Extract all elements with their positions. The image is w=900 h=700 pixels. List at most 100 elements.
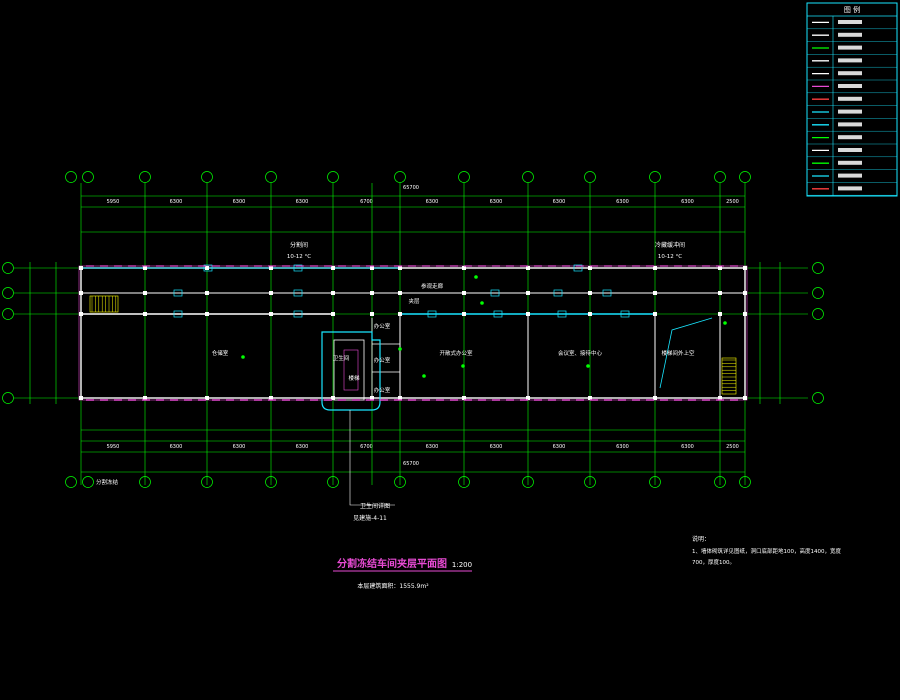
callout-detail: 卫生间详图	[360, 502, 390, 510]
column	[718, 266, 722, 270]
door	[620, 310, 630, 318]
legend-label	[838, 96, 862, 101]
column	[79, 396, 83, 400]
dim-text-top: 6300	[170, 199, 183, 205]
dim-text-bottom: 2500	[726, 444, 739, 450]
room-label-meeting: 会议室、接待中心	[558, 349, 603, 357]
column	[370, 396, 374, 400]
door	[173, 289, 183, 297]
column	[269, 266, 273, 270]
notes-line-1: 1、墙体砌筑详见图纸，洞口底部距地100，高度1400，宽度	[692, 547, 841, 555]
column	[462, 312, 466, 316]
column	[398, 396, 402, 400]
notes-heading: 说明：	[692, 535, 710, 543]
level-marker	[586, 364, 590, 368]
axis-bubble	[327, 171, 339, 183]
legend-label	[838, 186, 862, 191]
column	[79, 266, 83, 270]
room-label-passage: 夹层	[408, 297, 420, 305]
axis-bubble	[458, 476, 470, 488]
column	[143, 312, 147, 316]
door	[557, 310, 567, 318]
column	[205, 266, 209, 270]
column	[79, 291, 83, 295]
axis-bubble	[65, 476, 77, 488]
column	[143, 396, 147, 400]
legend-label	[838, 71, 862, 76]
room-label-office-b: 办公室	[374, 356, 391, 364]
doors	[86, 264, 738, 401]
column	[269, 291, 273, 295]
axis-grid	[14, 183, 808, 485]
legend-label	[838, 160, 862, 165]
dim-text-top: 6700	[360, 199, 373, 205]
dim-text-bottom: 6300	[426, 444, 439, 450]
dim-text-top: 5950	[107, 199, 120, 205]
dim-text-top: 6300	[616, 199, 629, 205]
column	[653, 291, 657, 295]
dim-text-bottom: 5950	[107, 444, 120, 450]
stair-left	[89, 295, 119, 313]
column	[370, 312, 374, 316]
column	[718, 396, 722, 400]
column	[588, 291, 592, 295]
dim-text-bottom: 6300	[681, 444, 694, 450]
room-label-corridor: 参观走廊	[421, 282, 444, 290]
column	[331, 291, 335, 295]
callout-leader	[349, 410, 395, 506]
column	[205, 312, 209, 316]
dim-text-top: 6300	[233, 199, 246, 205]
void-line	[659, 317, 713, 389]
level-marker	[422, 374, 426, 378]
axis-bubble-side	[812, 262, 824, 274]
dim-text-bottom: 6300	[170, 444, 183, 450]
axis-bubble	[739, 476, 751, 488]
axis-bubble	[201, 476, 213, 488]
axis-bubble	[139, 171, 151, 183]
column	[370, 266, 374, 270]
legend-label	[838, 45, 862, 50]
wc-core	[333, 339, 365, 401]
column	[331, 312, 335, 316]
column	[331, 266, 335, 270]
dim-text-top: 2500	[726, 199, 739, 205]
column	[331, 396, 335, 400]
axis-bubble	[739, 171, 751, 183]
door	[293, 289, 303, 297]
dim-text-bottom: 6300	[296, 444, 309, 450]
column	[743, 266, 747, 270]
total-dim-bottom: 65700	[403, 461, 419, 467]
legend-box: 图 例	[806, 2, 898, 197]
column	[526, 312, 530, 316]
column	[743, 291, 747, 295]
column	[526, 396, 530, 400]
level-marker	[398, 347, 402, 351]
room-temp-cold-right: 10-12 °C	[658, 254, 682, 260]
door	[493, 310, 503, 318]
column	[718, 291, 722, 295]
level-marker	[461, 364, 465, 368]
axis-bubble-side	[2, 262, 14, 274]
column	[462, 291, 466, 295]
column	[398, 291, 402, 295]
lift-shaft	[343, 349, 359, 391]
column	[743, 312, 747, 316]
level-marker	[241, 355, 245, 359]
door	[553, 289, 563, 297]
column	[588, 312, 592, 316]
legend-label	[838, 84, 862, 88]
room-label-stair: 楼梯	[348, 374, 360, 382]
dim-text-top: 6300	[296, 199, 309, 205]
callout-detail-ref: 见建施-4-11	[353, 514, 387, 522]
dimension-lines: 5950595063006300630063006300630067006700…	[29, 195, 781, 473]
room-temp-cold-left: 10-12 °C	[287, 254, 311, 260]
column	[370, 291, 374, 295]
column	[269, 312, 273, 316]
room-label-open-office: 开敞式办公室	[439, 349, 473, 357]
axis-bubble	[394, 476, 406, 488]
column	[143, 266, 147, 270]
axis-bubble	[65, 171, 77, 183]
legend-label	[838, 122, 862, 127]
callout-bottom-left: 分割冻结	[96, 478, 119, 486]
